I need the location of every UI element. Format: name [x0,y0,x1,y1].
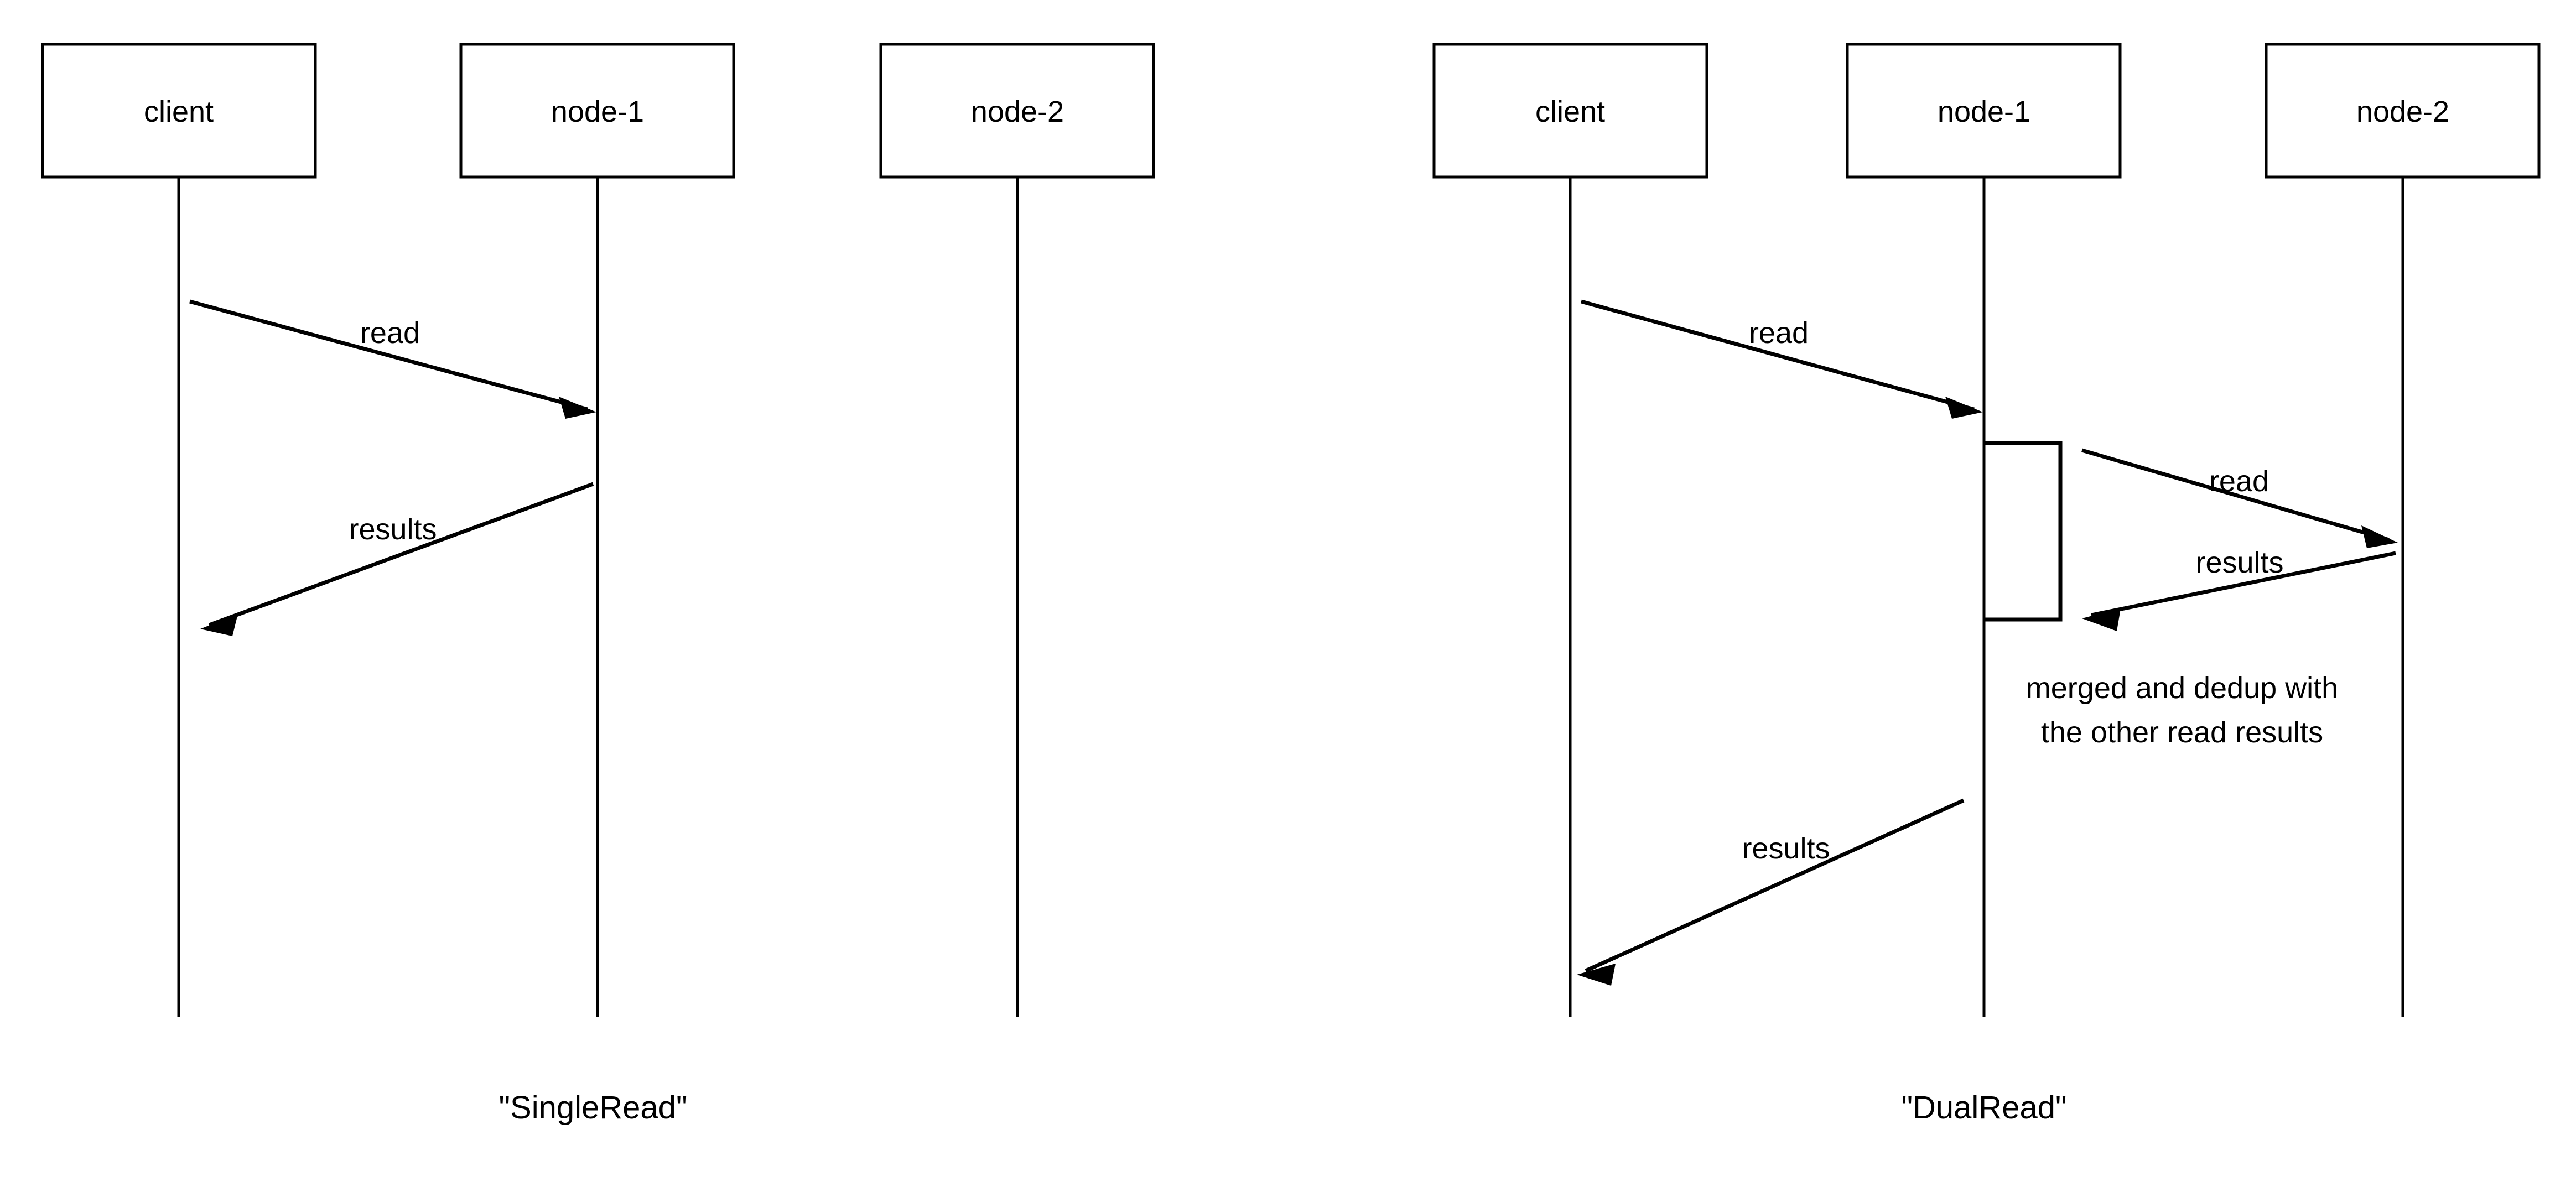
participant-box-node-2[interactable] [879,43,1155,179]
participant-node-1[interactable]: node-1 [459,43,735,1017]
participant-node-2[interactable]: node-2 [879,43,1155,1017]
message-line [1581,299,1975,412]
message-label: read [360,316,420,350]
participant-label-node-1: node-1 [1938,95,2030,128]
message-line [1585,798,1965,973]
message-read-client-to-node-1[interactable]: read [189,299,596,419]
message-line [208,482,594,627]
participant-label-client: client [1535,95,1605,128]
message-results-node-2-to-node-1[interactable]: results [2082,546,2396,631]
message-results-node-1-to-client[interactable]: results [1577,798,1965,986]
arrow-head-left-icon [2082,608,2121,631]
note-line-2: the other read results [2041,716,2323,749]
message-line [189,299,588,412]
message-read-node-1-to-node-2[interactable]: read [2081,448,2398,548]
message-line [2081,448,2390,542]
diagram-dual-read: client node-1 node-2 read [1432,43,2541,1126]
participant-label-node-2: node-2 [971,95,1064,128]
participant-label-client: client [144,95,214,128]
message-label: read [1749,316,1809,350]
participant-box-client[interactable] [41,43,317,179]
diagram-caption-single-read: "SingleRead" [498,1090,687,1126]
participant-label-node-1: node-1 [551,95,644,128]
participant-client[interactable]: client [41,43,317,1017]
arrow-head-left-icon [1577,964,1616,986]
message-label: results [349,513,437,546]
participant-node-2[interactable]: node-2 [2265,43,2541,1017]
message-read-client-to-node-1[interactable]: read [1581,299,1983,419]
diagram-single-read: client node-1 node-2 read [41,43,1155,1126]
participant-label-node-2: node-2 [2356,95,2449,128]
activation-bar-node-1 [1984,441,2063,622]
arrow-head-right-icon [559,397,596,419]
message-label: results [2195,546,2283,579]
participant-box-client[interactable] [1432,43,1708,179]
participant-client[interactable]: client [1432,43,1708,1017]
message-label: results [1742,832,1830,865]
arrow-head-right-icon [2361,525,2398,548]
note-merged-dedup: merged and dedup with the other read res… [2026,672,2338,749]
arrow-head-left-icon [200,614,238,636]
message-label: read [2209,465,2269,498]
participant-box-node-1[interactable] [459,43,735,179]
diagram-caption-dual-read: "DualRead" [1901,1090,2066,1126]
message-results-node-1-to-client[interactable]: results [200,482,594,636]
note-line-1: merged and dedup with [2026,672,2338,705]
participant-box-node-1[interactable] [1846,43,2122,179]
arrow-head-right-icon [1945,397,1983,419]
participant-box-node-2[interactable] [2265,43,2541,179]
participant-node-1[interactable]: node-1 [1846,43,2122,1017]
message-line [2091,551,2396,617]
